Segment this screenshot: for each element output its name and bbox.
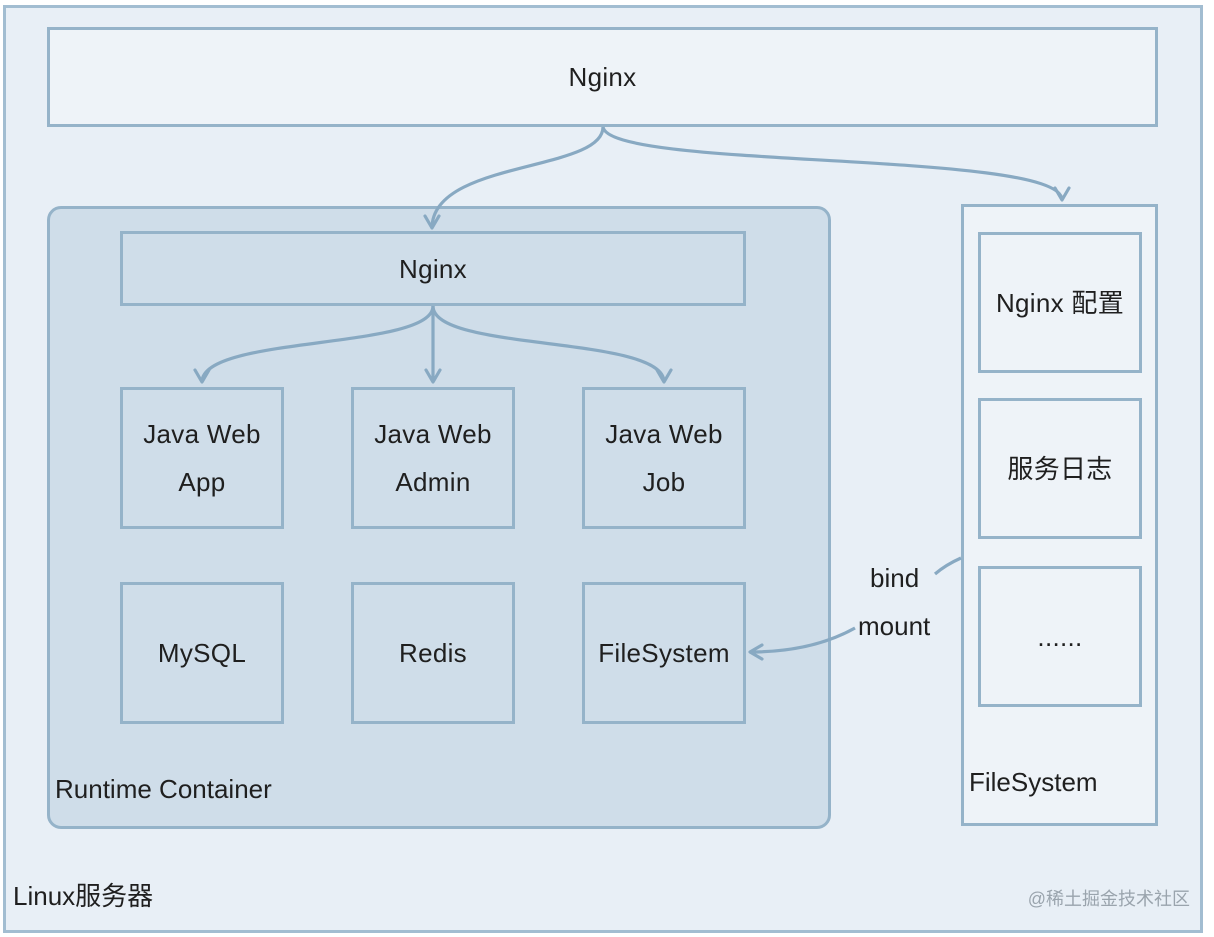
ellipsis-box: ...... xyxy=(978,566,1142,707)
service-logs-box: 服务日志 xyxy=(978,398,1142,539)
top-nginx-box: Nginx xyxy=(47,27,1158,127)
watermark: @稀土掘金技术社区 xyxy=(1027,889,1190,909)
linux-server-label: Linux服务器 xyxy=(13,881,154,911)
runtime-container-label: Runtime Container xyxy=(55,774,272,804)
mysql-box: MySQL xyxy=(120,582,284,724)
nginx-config-box: Nginx 配置 xyxy=(978,232,1142,373)
java-web-app-box: Java Web App xyxy=(120,387,284,529)
container-filesystem-box: FileSystem xyxy=(582,582,746,724)
bind-label: bind xyxy=(870,563,920,593)
redis-box: Redis xyxy=(351,582,515,724)
container-nginx-box: Nginx xyxy=(120,231,746,306)
java-web-admin-box: Java Web Admin xyxy=(351,387,515,529)
mount-label: mount xyxy=(858,611,931,641)
java-web-job-box: Java Web Job xyxy=(582,387,746,529)
java-web-job-label: Java Web Job xyxy=(605,419,723,497)
host-filesystem-label: FileSystem xyxy=(969,767,1098,797)
mysql-label: MySQL xyxy=(157,638,247,668)
java-web-admin-label: Java Web Admin xyxy=(374,419,492,497)
container-nginx-label: Nginx xyxy=(399,253,467,284)
service-logs-label: 服务日志 xyxy=(1007,453,1113,484)
redis-label: Redis xyxy=(399,638,467,668)
top-nginx-label: Nginx xyxy=(568,62,637,92)
container-filesystem-label: FileSystem xyxy=(598,638,730,668)
java-web-app-label: Java Web App xyxy=(143,419,261,497)
nginx-config-label: Nginx 配置 xyxy=(995,287,1125,318)
ellipsis-label: ...... xyxy=(1037,621,1083,652)
